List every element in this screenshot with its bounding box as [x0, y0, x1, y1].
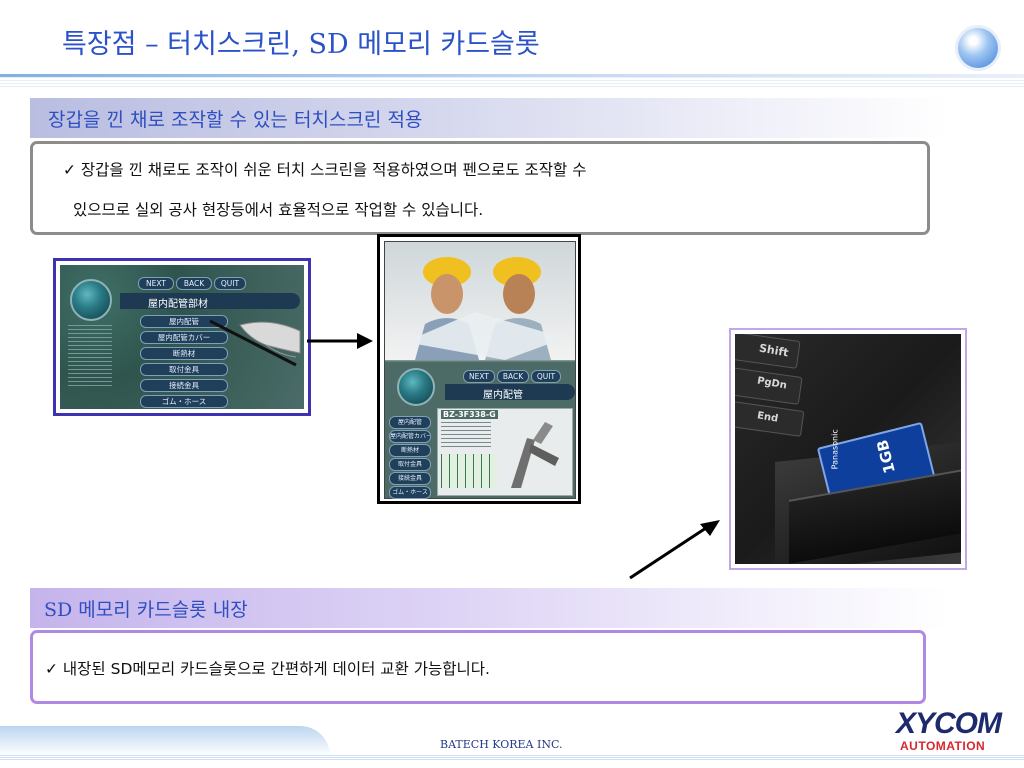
footer-company: BATECH KOREA INC.: [440, 738, 563, 751]
sd-card-capacity: 1GB: [873, 437, 899, 476]
screen1-menu-item: 取付金具: [140, 363, 228, 376]
touchscreen-description-line1: ✓ 장갑을 낀 채로도 조작이 쉬운 터치 스크린을 적용하였으며 펜으로도 조…: [63, 161, 587, 179]
workers-photo: [385, 242, 575, 360]
screen1-menu-item: 接続金具: [140, 379, 228, 392]
screen2-product-code: BZ-3F338-G: [441, 410, 498, 419]
sd-card-slot-image: Shift PgDn End Panasonic 1GB: [729, 328, 967, 570]
pipe-fitting-photo: [511, 422, 559, 488]
screen2-menu-item: ゴム・ホース: [389, 486, 431, 499]
screen1-menu-item: 屋内配管: [140, 315, 228, 328]
logo-top-text: XYCOM: [896, 707, 1002, 740]
sd-card-brand: Panasonic: [830, 429, 840, 470]
screen1-header: 屋内配管部材: [148, 299, 208, 310]
touchscreen-description-box: ✓ 장갑을 낀 채로도 조작이 쉬운 터치 스크린을 적용하였으며 펜으로도 조…: [30, 141, 930, 235]
globe-icon: [397, 368, 435, 406]
screen2-menu-item: 接続金具: [389, 472, 431, 485]
screen2-menu-item: 屋内配管: [389, 416, 431, 429]
screen2-menu-item: 断熱材: [389, 444, 431, 457]
hand-with-pen-icon: [209, 319, 301, 367]
title-divider: [0, 74, 1024, 77]
screen1-quit-button: QUIT: [214, 277, 246, 290]
section-touchscreen-header: 장갑을 낀 채로 조작할 수 있는 터치스크린 적용: [30, 98, 950, 138]
sd-slot-description-box: ✓ 내장된 SD메모리 카드슬롯으로 간편하게 데이터 교환 가능합니다.: [30, 630, 926, 704]
screen1-menu-item: 屋内配管カバー: [140, 331, 228, 344]
screen2-quit-button: QUIT: [531, 370, 561, 383]
footer-divider: [0, 755, 1024, 760]
section-sd-slot-header: SD 메모리 카드슬롯 내장: [30, 588, 950, 628]
screen1-back-button: BACK: [176, 277, 212, 290]
arrow-up-right-icon: [629, 520, 720, 580]
touchscreen-description-line2: 있으므로 실외 공사 현장등에서 효율적으로 작업할 수 있습니다.: [73, 201, 484, 219]
screen2-header: 屋内配管: [483, 390, 523, 401]
globe-icon: [70, 279, 112, 321]
title-band: [0, 77, 1024, 87]
xycom-logo: XYCOM AUTOMATION: [890, 708, 1020, 756]
sd-slot-description-line1: ✓ 내장된 SD메모리 카드슬롯으로 간편하게 데이터 교환 가능합니다.: [45, 660, 490, 678]
section-sd-slot-heading: SD 메모리 카드슬롯 내장: [44, 599, 248, 621]
arrow-right-icon: [307, 333, 373, 349]
screen2-back-button: BACK: [497, 370, 529, 383]
screen1-next-button: NEXT: [138, 277, 174, 290]
screen2-menu-item: 屋内配管カバー: [389, 430, 431, 443]
logo-bottom-text: AUTOMATION: [900, 739, 986, 753]
screen2-menu-item: 取付金具: [389, 458, 431, 471]
section-touchscreen-heading: 장갑을 낀 채로 조작할 수 있는 터치스크린 적용: [48, 109, 423, 131]
screen2-next-button: NEXT: [463, 370, 495, 383]
screen1-menu-item: 断熱材: [140, 347, 228, 360]
screen1-menu-item: ゴム・ホース: [140, 395, 228, 408]
touchscreen-product-image: NEXT BACK QUIT 屋内配管 屋内配管 屋内配管カバー 断熱材 取付金…: [377, 234, 581, 504]
page-title: 특장점 – 터치스크린, SD 메모리 카드슬롯: [62, 29, 540, 60]
touchscreen-menu-image: NEXT BACK QUIT 屋内配管部材 屋内配管 屋内配管カバー 断熱材 取…: [53, 258, 311, 416]
footer-accent: [0, 726, 330, 756]
decorative-orb-icon: [958, 28, 998, 68]
